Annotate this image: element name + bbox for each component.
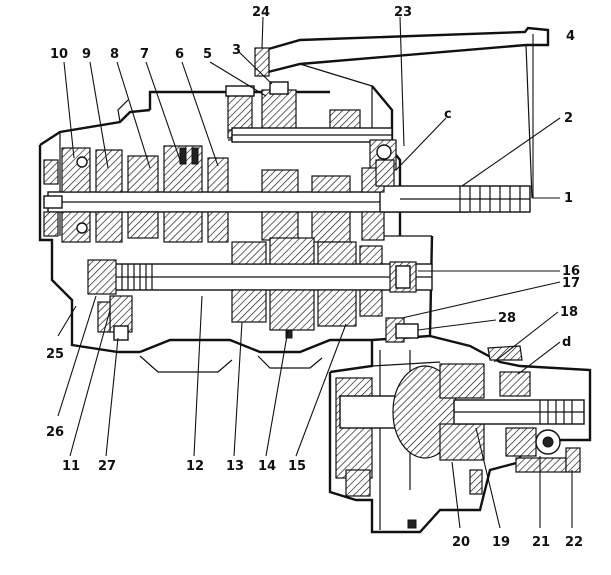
label-3: 3 bbox=[232, 43, 241, 58]
label-c: c bbox=[444, 107, 452, 122]
label-6: 6 bbox=[175, 47, 184, 62]
input-shaft bbox=[47, 185, 531, 213]
label-17: 17 bbox=[562, 276, 580, 291]
leader-lines bbox=[57, 16, 573, 529]
countershaft bbox=[87, 237, 433, 341]
label-27: 27 bbox=[98, 459, 116, 474]
label-25: 25 bbox=[46, 347, 64, 362]
label-28: 28 bbox=[498, 311, 516, 326]
label-4: 4 bbox=[566, 29, 575, 44]
shift-assembly bbox=[225, 81, 397, 171]
label-23: 23 bbox=[394, 5, 412, 20]
label-9: 9 bbox=[82, 47, 91, 62]
upper-gear-stack bbox=[43, 145, 385, 243]
label-22: 22 bbox=[565, 535, 583, 550]
label-19: 19 bbox=[492, 535, 510, 550]
label-21: 21 bbox=[532, 535, 550, 550]
label-5: 5 bbox=[203, 47, 212, 62]
part-labels: 10 9 8 7 6 5 3 24 23 4 c 2 1 16 17 18 28… bbox=[46, 5, 583, 550]
label-26: 26 bbox=[46, 425, 64, 440]
label-14: 14 bbox=[258, 459, 276, 474]
label-1: 1 bbox=[564, 191, 573, 206]
label-24: 24 bbox=[252, 5, 270, 20]
label-13: 13 bbox=[226, 459, 244, 474]
clutch-housing bbox=[254, 26, 550, 199]
label-18: 18 bbox=[560, 305, 578, 320]
label-10: 10 bbox=[50, 47, 68, 62]
label-7: 7 bbox=[140, 47, 149, 62]
differential-housing bbox=[328, 317, 592, 534]
label-d: d bbox=[562, 335, 571, 350]
label-15: 15 bbox=[288, 459, 306, 474]
label-11: 11 bbox=[62, 459, 80, 474]
label-20: 20 bbox=[452, 535, 470, 550]
label-16: 16 bbox=[562, 264, 580, 279]
detail-parts bbox=[43, 156, 395, 339]
label-8: 8 bbox=[110, 47, 119, 62]
label-12: 12 bbox=[186, 459, 204, 474]
label-2: 2 bbox=[564, 111, 573, 126]
